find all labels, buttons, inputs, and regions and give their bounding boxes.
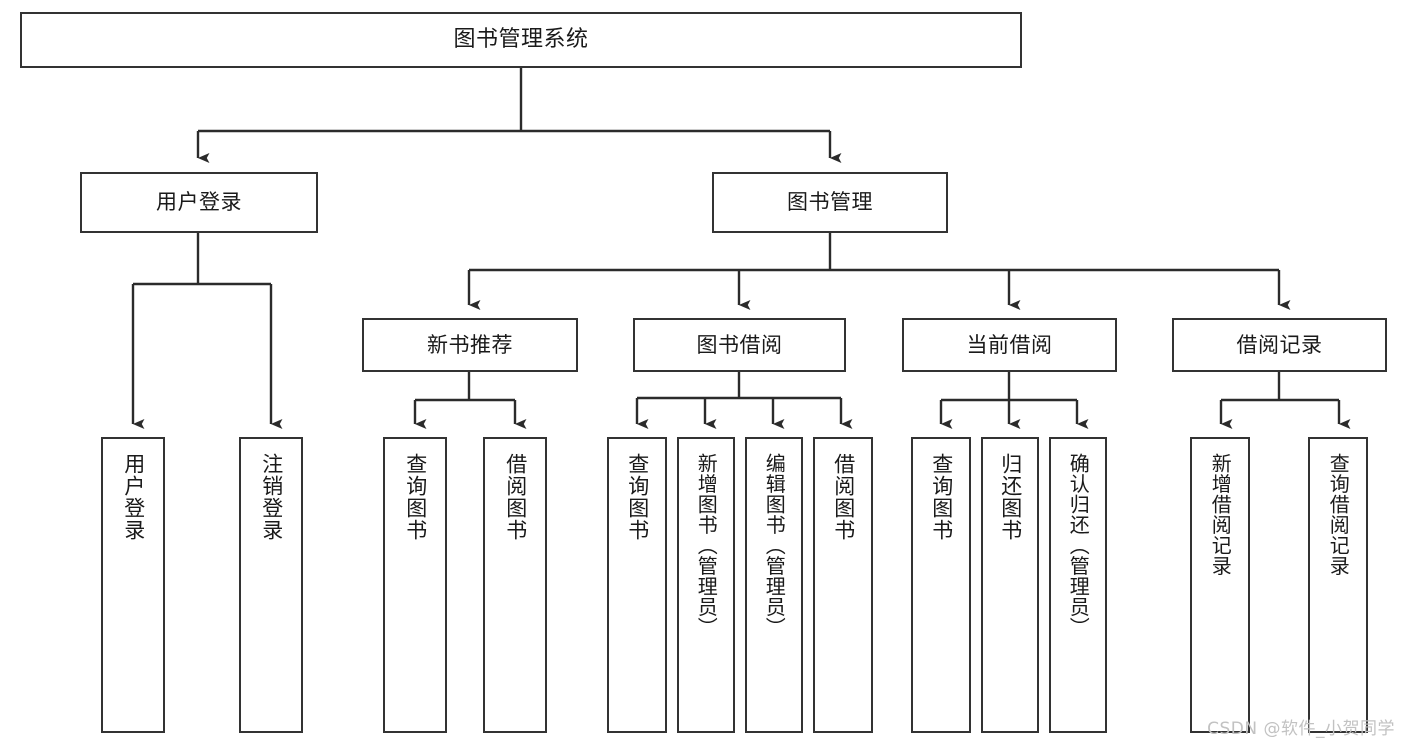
node-label: 新增借阅记录	[1208, 453, 1233, 576]
leaf-user-logout[interactable]: 注销登录	[239, 437, 303, 733]
leaf-return-book[interactable]: 归还图书	[981, 437, 1039, 733]
leaf-edit-book-admin[interactable]: 编辑图书（管理员）	[745, 437, 803, 733]
watermark: CSDN @软件_小贺同学	[1207, 719, 1395, 739]
leaf-query-book-recommend[interactable]: 查询图书	[383, 437, 447, 733]
leaf-add-book-admin[interactable]: 新增图书（管理员）	[677, 437, 735, 733]
node-new-book-recommend[interactable]: 新书推荐	[362, 318, 578, 372]
node-label: 用户登录	[156, 190, 242, 215]
node-label: 当前借阅	[966, 332, 1053, 357]
leaf-borrow-book-borrow[interactable]: 借阅图书	[813, 437, 873, 733]
node-label: 新书推荐	[427, 332, 513, 357]
node-label: 归还图书	[998, 453, 1023, 541]
node-label: 查询图书	[403, 453, 428, 541]
node-label: 注销登录	[259, 453, 284, 541]
node-label: 图书管理系统	[453, 27, 589, 53]
node-current-borrow[interactable]: 当前借阅	[902, 318, 1117, 372]
node-label: 图书借阅	[696, 332, 783, 357]
leaf-add-borrow-record[interactable]: 新增借阅记录	[1190, 437, 1250, 733]
node-user-login[interactable]: 用户登录	[80, 172, 318, 233]
node-label: 查询图书	[929, 453, 954, 541]
node-label: 查询图书	[625, 453, 650, 541]
leaf-user-login[interactable]: 用户登录	[101, 437, 165, 733]
node-book-manage[interactable]: 图书管理	[712, 172, 948, 233]
node-label: 确认归还（管理员）	[1066, 453, 1091, 638]
leaf-query-book-current[interactable]: 查询图书	[911, 437, 971, 733]
node-label: 借阅记录	[1236, 332, 1323, 357]
node-label: 借阅图书	[831, 453, 856, 541]
leaf-confirm-return-admin[interactable]: 确认归还（管理员）	[1049, 437, 1107, 733]
node-borrow-record[interactable]: 借阅记录	[1172, 318, 1387, 372]
node-label: 新增图书（管理员）	[694, 453, 719, 638]
node-book-borrow[interactable]: 图书借阅	[633, 318, 846, 372]
leaf-borrow-book-recommend[interactable]: 借阅图书	[483, 437, 547, 733]
node-label: 图书管理	[787, 190, 873, 215]
leaf-query-book-borrow[interactable]: 查询图书	[607, 437, 667, 733]
node-label: 查询借阅记录	[1326, 453, 1351, 576]
node-label: 借阅图书	[503, 453, 528, 541]
node-label: 编辑图书（管理员）	[762, 453, 787, 638]
leaf-query-borrow-record[interactable]: 查询借阅记录	[1308, 437, 1368, 733]
node-root-system[interactable]: 图书管理系统	[20, 12, 1022, 68]
node-label: 用户登录	[121, 453, 146, 541]
